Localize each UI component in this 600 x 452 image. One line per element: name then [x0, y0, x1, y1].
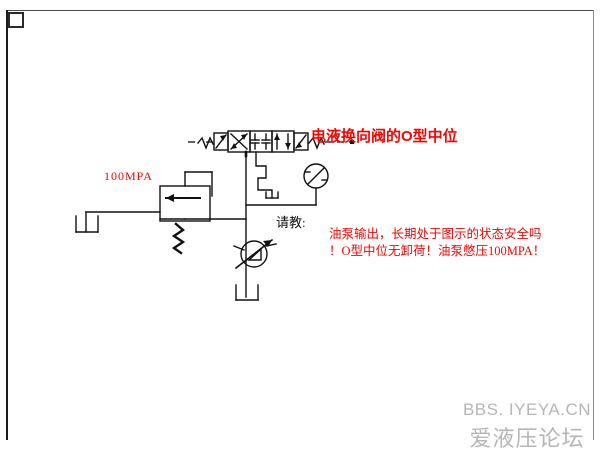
watermark-site-name: 爱液压论坛 — [469, 426, 585, 451]
valve-envelope-right — [271, 130, 295, 153]
valve-left-cross-a — [230, 133, 248, 150]
pressure-gauge-dial — [303, 163, 329, 189]
valve-left-pilot-spring — [197, 136, 214, 150]
valve-left-arrowhead-b — [231, 143, 237, 149]
frame-top-border — [6, 10, 594, 11]
question-note-line-1: 油泵输出，长期处于图示的状态安全吗 — [329, 227, 542, 241]
valve-left-cross-b — [230, 133, 248, 150]
valve-title-annotation: 电液换向阀的O型中位 — [311, 128, 458, 145]
relief-valve-spring — [171, 222, 186, 255]
watermark-url: BBS. IYEYA.CN — [462, 400, 592, 419]
pressure-value-label: 100MPA — [104, 169, 153, 183]
valve-envelope-left — [227, 130, 251, 153]
valve-tank-drain-line — [255, 151, 273, 199]
valve-right-solenoid — [293, 132, 309, 151]
valve-right-arrowhead-b — [285, 143, 291, 149]
valve-envelope-center — [249, 130, 273, 153]
valve-right-solenoid-slash — [295, 134, 307, 149]
pump-shaft-right — [265, 243, 277, 247]
valve-left-arrowhead-a — [241, 134, 247, 140]
forum-watermark: BBS. IYEYA.CN 爱液压论坛 — [462, 400, 592, 452]
pump-shaft-left — [233, 245, 245, 251]
frame-left-border — [6, 10, 8, 440]
valve-left-solenoid-slash — [215, 134, 227, 149]
pump-flow-triangle — [247, 247, 262, 261]
pump-variable-arrow — [234, 238, 274, 270]
relief-valve-arrowhead — [166, 194, 174, 202]
valve-right-solenoid-arrowhead — [296, 142, 302, 148]
question-note-block: 油泵输出，长期处于图示的状态安全吗 ！O型中位无卸荷！油泵憋压100MPA！ — [329, 226, 545, 260]
pressure-gauge-needle — [307, 167, 325, 185]
question-prefix-label: 请教: — [276, 215, 306, 230]
question-note-line-2: ！O型中位无卸荷！油泵憋压100MPA！ — [329, 244, 546, 258]
frame-right-border — [593, 10, 594, 440]
relief-valve-body — [159, 185, 211, 222]
pump-body — [240, 240, 268, 268]
frame-corner-marker — [8, 12, 24, 28]
valve-right-arrowhead-a — [274, 134, 280, 140]
valve-left-solenoid-arrowhead — [220, 135, 226, 141]
valve-left-solenoid — [213, 132, 229, 151]
pump-variable-arrowhead — [263, 240, 272, 247]
